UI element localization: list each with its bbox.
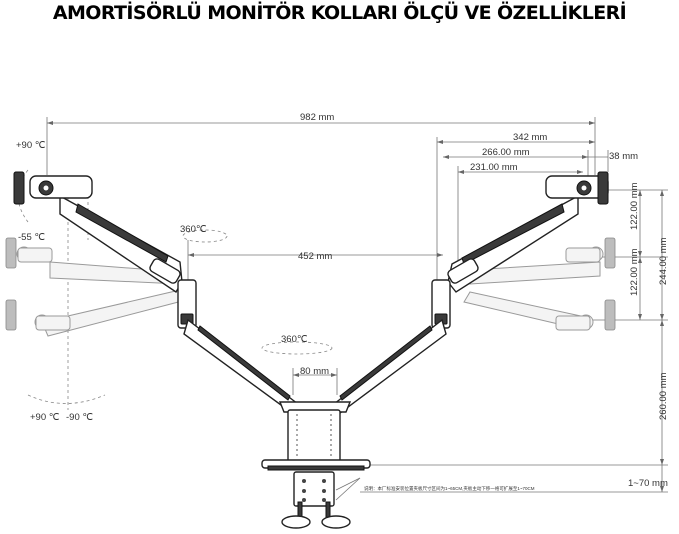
dim-extension-2: 231.00 mm bbox=[470, 162, 518, 173]
right-monitor-arm bbox=[431, 171, 609, 329]
right-ghost-positions bbox=[463, 237, 616, 331]
dim-height-up: 122.00 mm bbox=[629, 182, 640, 230]
left-monitor-arm bbox=[13, 171, 197, 329]
label-swivel-right: -90 ℃ bbox=[66, 412, 93, 423]
dim-plate-offset: 38 mm bbox=[609, 151, 638, 162]
label-base-rotation: 360℃ bbox=[281, 334, 308, 345]
dim-arm-span: 342 mm bbox=[513, 132, 547, 143]
dim-clamp-range: 1~70 mm bbox=[628, 478, 668, 489]
label-swivel-left: +90 ℃ bbox=[30, 412, 60, 423]
label-tilt-up: +90 ℃ bbox=[16, 140, 46, 151]
arrowheads bbox=[47, 121, 664, 492]
pole-and-clamp bbox=[261, 401, 371, 529]
dim-extension-1: 266.00 mm bbox=[482, 147, 530, 158]
left-ghost-positions bbox=[5, 237, 187, 337]
dimension-lines bbox=[46, 117, 668, 493]
dim-height-down: 122.00 mm bbox=[629, 248, 640, 296]
dim-pole-height: 260.00 mm bbox=[658, 372, 669, 420]
label-tilt-down: -55 ℃ bbox=[18, 232, 45, 243]
dim-center-span: 452 mm bbox=[298, 251, 332, 262]
dim-height-total: 244.00 mm bbox=[658, 237, 669, 285]
dim-pole-width: 80 mm bbox=[300, 366, 329, 377]
installation-note: 说明：本厂标准安装位置夹板尺寸区间为1~65CM,夹板主动下移一格可扩展至1~7… bbox=[364, 485, 535, 492]
label-arm-rotation: 360℃ bbox=[180, 224, 207, 235]
lower-arms bbox=[183, 318, 447, 418]
page-title: AMORTİSÖRLÜ MONİTÖR KOLLARI ÖLÇÜ VE ÖZEL… bbox=[52, 2, 627, 24]
dim-total-width: 982 mm bbox=[300, 112, 334, 123]
